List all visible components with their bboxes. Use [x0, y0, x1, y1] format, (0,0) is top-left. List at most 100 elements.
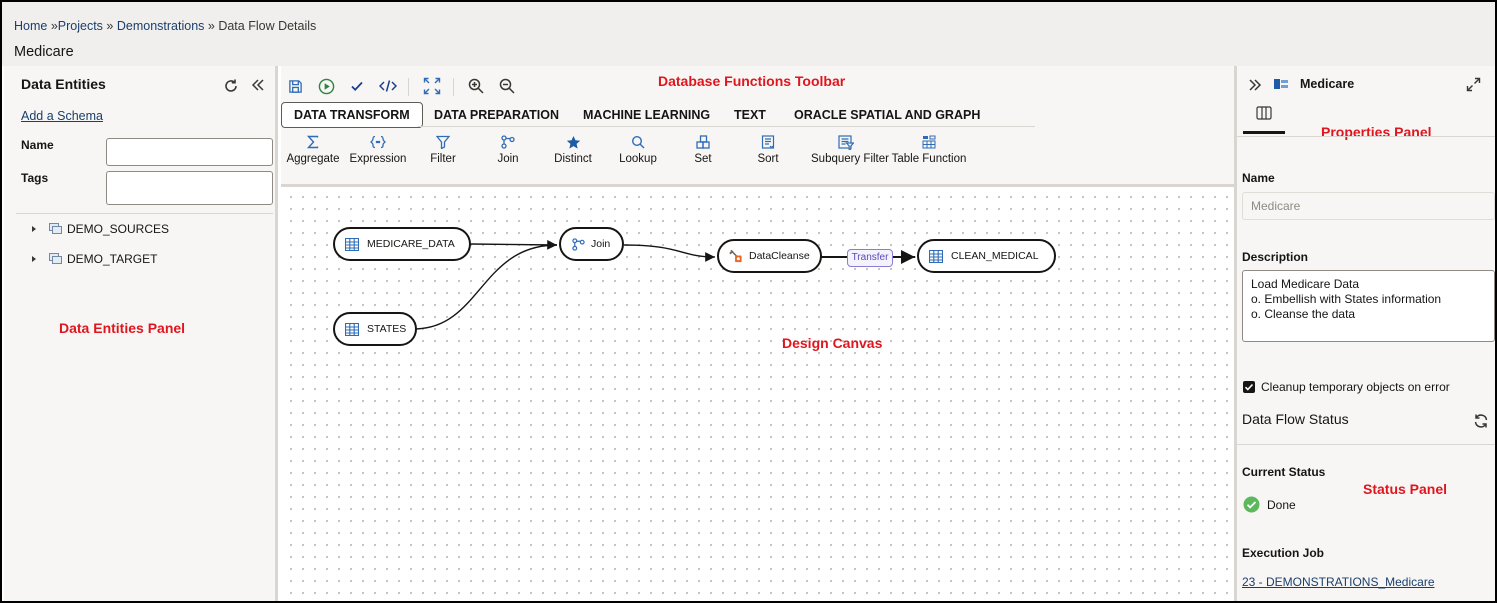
- data-entities-panel: Data Entities Add a Schema Name Tags DEM…: [4, 66, 278, 601]
- breadcrumb-current: Data Flow Details: [218, 19, 317, 33]
- tree-item-demo-target[interactable]: DEMO_TARGET: [32, 250, 157, 268]
- function-subquery-filter[interactable]: Subquery Filter: [811, 132, 889, 165]
- design-canvas[interactable]: MEDICARE_DATA STATES Join DataCleanse Tr…: [281, 184, 1234, 601]
- code-icon[interactable]: [376, 74, 400, 98]
- columns-icon: [1256, 106, 1272, 120]
- connector-states-join: [415, 244, 558, 330]
- maximize-icon[interactable]: [1466, 77, 1481, 95]
- function-table-function[interactable]: Table Function: [889, 132, 969, 165]
- cleanup-checkbox[interactable]: [1243, 381, 1255, 393]
- tab-data-preparation[interactable]: DATA PREPARATION: [434, 108, 559, 122]
- node-medicare-data[interactable]: MEDICARE_DATA: [333, 227, 471, 261]
- connector-medicare-join: [469, 239, 558, 250]
- breadcrumb-projects-link[interactable]: Projects: [57, 19, 103, 33]
- filter-icon: [408, 132, 478, 152]
- annotation-design-canvas: Design Canvas: [782, 335, 883, 351]
- description-line: o. Embellish with States information: [1251, 292, 1442, 306]
- properties-title: Medicare: [1300, 77, 1355, 91]
- breadcrumb-home-link[interactable]: Home: [14, 19, 48, 33]
- save-icon[interactable]: [283, 74, 307, 98]
- node-label: CLEAN_MEDICAL: [951, 250, 1039, 262]
- sort-icon: [733, 132, 803, 152]
- function-set[interactable]: Set: [668, 132, 738, 165]
- description-field[interactable]: Load Medicare Data o. Embellish with Sta…: [1242, 270, 1495, 342]
- node-clean-medical[interactable]: CLEAN_MEDICAL: [917, 239, 1056, 273]
- set-icon: [668, 132, 738, 152]
- status-value: Done: [1267, 497, 1296, 512]
- table-icon: [929, 249, 943, 263]
- add-schema-link[interactable]: Add a Schema: [21, 109, 103, 123]
- description-line: o. Cleanse the data: [1251, 307, 1356, 321]
- tree-item-label: DEMO_TARGET: [67, 252, 158, 266]
- transfer-badge[interactable]: Transfer: [847, 249, 893, 267]
- page-title: Medicare: [14, 44, 74, 60]
- expand-caret-icon[interactable]: [32, 226, 36, 232]
- tree-item-demo-sources[interactable]: DEMO_SOURCES: [32, 220, 169, 238]
- node-label: STATES: [367, 323, 407, 335]
- subquery-filter-icon: [811, 132, 881, 152]
- function-label: Expression: [349, 153, 407, 165]
- star-icon: [538, 132, 608, 152]
- connector-join-datacleanse: [623, 244, 716, 262]
- data-flow-icon: [1273, 76, 1289, 95]
- annotation-data-entities: Data Entities Panel: [59, 320, 186, 336]
- function-lookup[interactable]: Lookup: [603, 132, 673, 165]
- divider: [16, 213, 273, 214]
- function-label: Set: [694, 153, 712, 165]
- status-done: Done: [1243, 496, 1296, 513]
- description-label: Description: [1242, 250, 1309, 264]
- tab-text[interactable]: TEXT: [734, 108, 766, 122]
- cleanup-option: Cleanup temporary objects on error: [1243, 380, 1450, 394]
- node-join[interactable]: Join: [559, 227, 624, 261]
- breadcrumb-demonstrations-link[interactable]: Demonstrations: [116, 19, 205, 33]
- properties-panel: Medicare Properties Panel Name Medicare …: [1234, 66, 1495, 601]
- collapse-panel-icon[interactable]: [249, 78, 267, 96]
- toolbar-separator: [408, 78, 409, 96]
- function-label: Table Function: [891, 153, 967, 165]
- function-label: Filter: [430, 153, 456, 165]
- refresh-icon[interactable]: [222, 78, 240, 96]
- function-label: Distinct: [554, 153, 592, 165]
- data-entities-title: Data Entities: [21, 76, 106, 92]
- description-line: Load Medicare Data: [1251, 277, 1360, 291]
- execution-job-label: Execution Job: [1242, 546, 1325, 560]
- function-aggregate[interactable]: Aggregate: [278, 132, 348, 165]
- function-filter[interactable]: Filter: [408, 132, 478, 165]
- breadcrumb-separator: »: [106, 19, 114, 33]
- name-field[interactable]: Medicare: [1242, 192, 1495, 220]
- tab-oracle-spatial-and-graph[interactable]: ORACLE SPATIAL AND GRAPH: [794, 108, 981, 122]
- validate-icon[interactable]: [345, 74, 369, 98]
- node-label: MEDICARE_DATA: [367, 238, 455, 250]
- annotation-toolbar: Database Functions Toolbar: [658, 73, 846, 89]
- function-expression[interactable]: Expression: [343, 132, 413, 165]
- name-filter-input[interactable]: [106, 138, 273, 166]
- data-flow-status-title: Data Flow Status: [1242, 411, 1349, 427]
- function-sort[interactable]: Sort: [733, 132, 803, 165]
- tab-data-transform[interactable]: DATA TRANSFORM: [281, 102, 423, 128]
- function-join[interactable]: Join: [473, 132, 543, 165]
- current-status-label: Current Status: [1242, 465, 1326, 479]
- function-distinct[interactable]: Distinct: [538, 132, 608, 165]
- execution-job-link[interactable]: 23 - DEMONSTRATIONS_Medicare: [1242, 575, 1435, 589]
- join-icon: [571, 237, 585, 251]
- tags-filter-input[interactable]: [106, 171, 273, 205]
- expand-caret-icon[interactable]: [32, 256, 36, 262]
- zoom-out-icon[interactable]: [495, 74, 519, 98]
- fit-to-screen-icon[interactable]: [420, 74, 444, 98]
- node-states[interactable]: STATES: [333, 312, 417, 346]
- search-icon: [603, 132, 673, 152]
- refresh-status-icon[interactable]: [1473, 413, 1489, 432]
- success-check-icon: [1243, 496, 1260, 513]
- zoom-in-icon[interactable]: [464, 74, 488, 98]
- function-label: Subquery Filter: [811, 153, 889, 165]
- tags-filter-label: Tags: [21, 171, 49, 185]
- tab-properties[interactable]: [1243, 106, 1285, 134]
- tab-machine-learning[interactable]: MACHINE LEARNING: [583, 108, 711, 122]
- sigma-icon: [278, 132, 348, 152]
- run-icon[interactable]: [314, 74, 338, 98]
- table-icon: [345, 237, 359, 251]
- expand-panel-icon[interactable]: [1248, 78, 1262, 95]
- schema-icon: [49, 253, 63, 265]
- node-datacleanse[interactable]: DataCleanse: [717, 239, 822, 273]
